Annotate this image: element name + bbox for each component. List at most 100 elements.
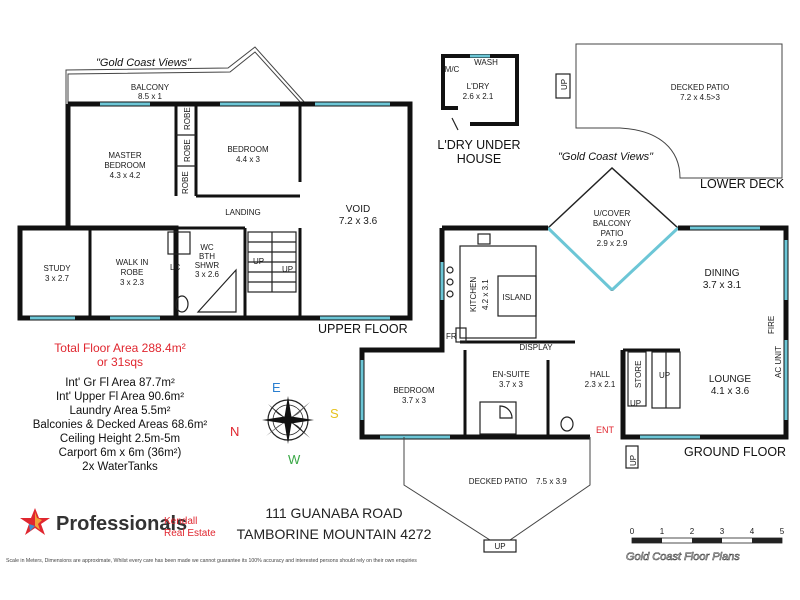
upper-stair — [247, 231, 297, 293]
fridge-label: FR — [446, 332, 457, 341]
disclaimer: Scale in Meters, Dimensions are approxim… — [6, 558, 417, 564]
compass-rose — [262, 396, 314, 444]
balcony-outline — [67, 51, 303, 105]
brand-sub-2: Real Estate — [164, 528, 216, 539]
ground-floor-plan — [359, 166, 789, 553]
dining-dim: 3.7 x 3.1 — [703, 280, 742, 291]
patio-label-2: BALCONY — [593, 219, 632, 228]
laundry-label: L'DRY — [467, 82, 490, 91]
compass-w: W — [288, 452, 301, 467]
lower-deck-stair-up: UP — [560, 79, 569, 90]
fire-label: FIRE — [767, 316, 776, 334]
kitchen-dim: 4.2 x 3.1 — [481, 279, 490, 310]
brand-name: Professionals — [56, 513, 187, 535]
views-label-ground: "Gold Coast Views" — [558, 151, 654, 163]
stat-upper-area: Int' Upper Fl Area 90.6m² — [56, 391, 184, 403]
balcony-label: BALCONY — [131, 83, 170, 92]
wash-label: WASH — [474, 58, 498, 67]
patio-stair-up: UP — [494, 542, 505, 551]
wc-label: WC — [200, 243, 214, 252]
credit-label: Gold Coast Floor Plans — [626, 551, 740, 563]
stat-balcony-area: Balconies & Decked Areas 68.6m² — [33, 419, 208, 431]
upper-stair-up-2: UP — [282, 265, 293, 274]
upper-shower — [167, 231, 191, 255]
upper-bedroom-label: BEDROOM — [227, 145, 269, 154]
wc-dim: 3 x 2.6 — [195, 270, 220, 279]
void-dim: 7.2 x 3.6 — [339, 216, 378, 227]
master-bedroom-label-2: BEDROOM — [104, 161, 146, 170]
ensuite-dim: 3.7 x 3 — [499, 380, 524, 389]
ground-bedroom-dim: 3.7 x 3 — [402, 396, 427, 405]
balcony-rail — [65, 46, 307, 105]
shwr-label: SHWR — [195, 261, 220, 270]
ac-unit-label: AC UNIT — [774, 346, 783, 378]
robe-label-1: ROBE — [183, 107, 192, 130]
ground-stair-up-2: UP — [630, 399, 641, 408]
professionals-star-logo — [20, 508, 50, 535]
walkin-label-1: WALK IN — [116, 258, 149, 267]
address-line-1: 111 GUANABA ROAD — [265, 505, 402, 521]
study-dim: 3 x 2.7 — [45, 274, 70, 283]
hall-dim: 2.3 x 2.1 — [585, 380, 616, 389]
walkin-dim: 3 x 2.3 — [120, 278, 145, 287]
stat-water-tanks: 2x WaterTanks — [82, 461, 158, 473]
stat-carport: Carport 6m x 6m (36m²) — [59, 447, 182, 459]
robe-label-2: ROBE — [183, 139, 192, 162]
patio-label-3: PATIO — [601, 229, 624, 238]
upper-floor-plan — [17, 46, 413, 321]
total-floor-area: Total Floor Area 288.4m² — [54, 341, 185, 355]
ground-floor-heading: GROUND FLOOR — [684, 445, 786, 459]
upper-toilet — [175, 295, 189, 313]
bth-label: BTH — [199, 252, 215, 261]
ground-stair-up: UP — [659, 371, 670, 380]
scale-tick-4: 4 — [750, 527, 755, 536]
mc-label: M/C — [445, 65, 460, 74]
lounge-dim: 4.1 x 3.6 — [711, 386, 750, 397]
total-squares: or 31sqs — [97, 355, 143, 369]
patio-label-1: U/COVER — [594, 209, 631, 218]
upper-bedroom-dim: 4.4 x 3 — [236, 155, 261, 164]
scale-tick-5: 5 — [780, 527, 785, 536]
address-line-2: TAMBORINE MOUNTAIN 4272 — [237, 526, 432, 542]
kitchen-label: KITCHEN — [469, 277, 478, 312]
upper-floor-heading: UPPER FLOOR — [318, 322, 408, 336]
dining-label: DINING — [705, 268, 740, 279]
laundry-under-house-heading-2: HOUSE — [457, 152, 501, 166]
display-label: DISPLAY — [519, 343, 553, 352]
robe-label-3: ROBE — [181, 171, 190, 194]
store-label: STORE — [634, 361, 643, 388]
laundry-under-house-heading-1: L'DRY UNDER — [437, 138, 520, 152]
upper-outer-wall — [17, 101, 413, 321]
island-label: ISLAND — [503, 293, 532, 302]
ground-bedroom-label: BEDROOM — [393, 386, 435, 395]
compass-n: N — [230, 424, 239, 439]
void-label: VOID — [346, 204, 370, 215]
compass-e: E — [272, 380, 281, 395]
scale-bar — [631, 537, 783, 544]
scale-tick-1: 1 — [660, 527, 665, 536]
lounge-label: LOUNGE — [709, 374, 752, 385]
scale-tick-2: 2 — [690, 527, 695, 536]
upper-corner-bath — [196, 268, 237, 313]
patio-dim: 2.9 x 2.9 — [597, 239, 628, 248]
laundry-dim: 2.6 x 2.1 — [463, 92, 494, 101]
stat-ground-area: Int' Gr Fl Area 87.7m² — [65, 377, 175, 389]
lower-decked-patio-dim: 7.2 x 4.5>3 — [680, 93, 720, 102]
master-bedroom-label-1: MASTER — [108, 151, 142, 160]
kitchen-island-outline — [497, 275, 537, 317]
ground-decked-patio-dim: 7.5 x 3.9 — [536, 477, 567, 486]
linen-cupboard-label: LC — [170, 263, 180, 272]
master-bedroom-dim: 4.3 x 4.2 — [110, 171, 141, 180]
ground-decked-patio-label: DECKED PATIO — [469, 477, 527, 486]
study-label: STUDY — [43, 264, 71, 273]
entry-stair-up: UP — [629, 455, 638, 466]
walkin-label-2: ROBE — [121, 268, 144, 277]
upper-stair-up-1: UP — [253, 257, 264, 266]
scale-tick-3: 3 — [720, 527, 725, 536]
hall-label: HALL — [590, 370, 611, 379]
lower-decked-patio-label: DECKED PATIO — [671, 83, 729, 92]
landing-label: LANDING — [225, 208, 261, 217]
brand-sub-1: Kendall — [164, 516, 197, 527]
laundry-plan — [441, 54, 519, 131]
